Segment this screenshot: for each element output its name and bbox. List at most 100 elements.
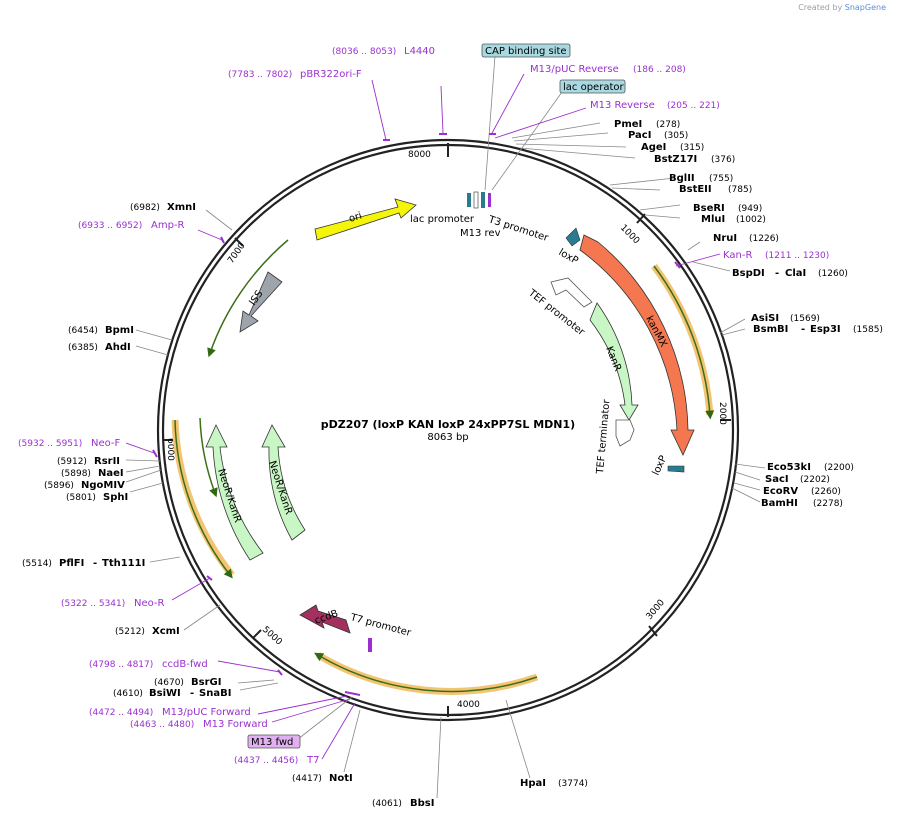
tick-2000: 2000 bbox=[717, 402, 727, 425]
backbone-outer bbox=[156, 138, 740, 722]
enzyme-bsteii: BstEII bbox=[679, 184, 712, 195]
enzyme-hpai-pos: (3774) bbox=[558, 779, 588, 789]
primer-m13-puc-reverse: M13/pUC Reverse bbox=[530, 64, 619, 75]
enzyme-bbsi-pos: (4061) bbox=[372, 799, 402, 809]
primer-kan-r: Kan-R bbox=[723, 250, 752, 261]
enzyme-nrui: NruI bbox=[713, 233, 737, 244]
enzyme-paci-pos: (305) bbox=[664, 131, 688, 141]
enzyme-asisi-pos: (1569) bbox=[790, 314, 820, 324]
loxp-2-marker bbox=[667, 465, 685, 473]
primer-kan-r-pos: (1211 .. 1230) bbox=[765, 251, 829, 261]
primer-t7: T7 bbox=[306, 755, 319, 766]
iss-arrow bbox=[239, 271, 283, 333]
kanmx-arrow bbox=[579, 234, 695, 456]
enzyme-sphi: SphI bbox=[103, 492, 128, 503]
tef-terminator-label: TEF terminator bbox=[595, 398, 613, 475]
enzyme-ahdi-pos: (6385) bbox=[68, 343, 98, 353]
enzyme-rsrii: RsrII bbox=[94, 456, 120, 467]
orf-arcs bbox=[171, 239, 715, 695]
tick-5000: 5000 bbox=[260, 625, 284, 648]
t7-marker bbox=[368, 638, 372, 652]
primer-neo-f: Neo-F bbox=[91, 438, 121, 449]
loxp-1-marker bbox=[565, 227, 581, 247]
lac-promoter-label: lac promoter bbox=[410, 214, 475, 225]
primer-m13-puc-forward: M13/pUC Forward bbox=[162, 707, 251, 718]
enzyme-bspdi: BspDI bbox=[732, 268, 765, 279]
enzyme-naei-pos: (5898) bbox=[61, 469, 91, 479]
enzyme-ahdi: AhdI bbox=[105, 342, 131, 353]
enzyme-dash-2: - bbox=[801, 324, 805, 335]
loxp-2-label: loxP bbox=[651, 454, 670, 477]
enzyme-noti: NotI bbox=[329, 773, 353, 784]
enzyme-xmni-pos: (6982) bbox=[130, 203, 160, 213]
enzyme-dash-1: - bbox=[775, 268, 779, 279]
enzyme-pmei: PmeI bbox=[614, 119, 642, 130]
enzyme-ngomiv: NgoMIV bbox=[81, 480, 125, 491]
enzyme-bseri-pos: (949) bbox=[738, 204, 762, 214]
kanr-inner-arrow bbox=[589, 302, 639, 421]
enzyme-bseri: BseRI bbox=[693, 203, 725, 214]
enzyme-naei: NaeI bbox=[98, 468, 124, 479]
loxp-1-label: loxP bbox=[557, 247, 580, 267]
enzyme-noti-pos: (4417) bbox=[292, 774, 322, 784]
enzyme-ecorv: EcoRV bbox=[763, 486, 798, 497]
tick-4000: 4000 bbox=[457, 700, 480, 710]
primer-m13-forward: M13 Forward bbox=[203, 719, 268, 730]
tick-8000: 8000 bbox=[408, 150, 431, 160]
enzyme-tth111i: Tth111I bbox=[102, 558, 145, 569]
m13-rev-marker bbox=[488, 193, 491, 207]
enzyme-pmei-pos: (278) bbox=[656, 120, 680, 130]
primer-labels: (8036 .. 8053) L4440 (7783 .. 7802) pBR3… bbox=[18, 46, 829, 766]
primer-m13-forward-pos: (4463 .. 4480) bbox=[130, 720, 194, 730]
tick-6000: 6000 bbox=[165, 438, 175, 461]
orf-line-bottom bbox=[314, 652, 538, 693]
tick-7000: 7000 bbox=[226, 241, 247, 266]
tick-3000: 3000 bbox=[645, 598, 668, 622]
enzyme-agei-pos: (315) bbox=[680, 143, 704, 153]
m13-fwd-label: M13 fwd bbox=[251, 737, 293, 748]
ori-arrow bbox=[314, 198, 417, 241]
enzyme-pflfi-pos: (5514) bbox=[22, 559, 52, 569]
tef-promoter-arrow bbox=[550, 277, 593, 308]
leader-lines bbox=[125, 55, 766, 799]
enzyme-bglii-pos: (755) bbox=[709, 174, 733, 184]
primer-l4440-pos: (8036 .. 8053) bbox=[332, 47, 396, 57]
ori-label: ori bbox=[348, 211, 364, 225]
enzyme-bsrgi: BsrGI bbox=[191, 677, 221, 688]
tef-terminator-arrow bbox=[615, 419, 635, 447]
enzyme-esp3i: Esp3I bbox=[810, 324, 841, 335]
lac-promoter-marker bbox=[473, 191, 479, 209]
enzyme-bamhi-pos: (2278) bbox=[813, 499, 843, 509]
cap-binding-site-box bbox=[481, 43, 571, 58]
primer-neo-f-pos: (5932 .. 5951) bbox=[18, 439, 82, 449]
enzyme-bsrgi-pos: (4670) bbox=[154, 678, 184, 688]
enzyme-asisi: AsiSI bbox=[751, 313, 779, 324]
lac-operator-label: lac operator bbox=[563, 82, 624, 93]
primer-amp-r-pos: (6933 .. 6952) bbox=[78, 221, 142, 231]
credit-text: Created by bbox=[798, 3, 843, 12]
plasmid-title: pDZ207 (loxP KAN loxP 24xPP7SL MDN1) bbox=[321, 418, 575, 431]
enzyme-paci: PacI bbox=[628, 130, 651, 141]
enzyme-rsrii-pos: (5912) bbox=[57, 457, 87, 467]
enzyme-bpmi: BpmI bbox=[105, 325, 134, 336]
m13-fwd-box bbox=[247, 734, 301, 749]
orf-line-neo bbox=[199, 417, 218, 498]
enzyme-esp3i-pos: (1585) bbox=[853, 325, 883, 335]
primer-m13-puc-reverse-pos: (186 .. 208) bbox=[633, 65, 686, 75]
primer-ccdb-fwd-pos: (4798 .. 4817) bbox=[89, 660, 153, 670]
enzyme-bstz17i-pos: (376) bbox=[711, 155, 735, 165]
enzyme-mlui-pos: (1002) bbox=[736, 215, 766, 225]
cap-binding-site-label: CAP binding site bbox=[485, 46, 567, 57]
primer-neo-r-pos: (5322 .. 5341) bbox=[61, 599, 125, 609]
enzyme-bsiwi-pos: (4610) bbox=[113, 689, 143, 699]
primer-ccdb-fwd: ccdB-fwd bbox=[162, 659, 208, 670]
enzyme-bamhi: BamHI bbox=[761, 498, 798, 509]
enzyme-bsmbi: BsmBI bbox=[753, 324, 788, 335]
primer-m13-reverse-pos: (205 .. 221) bbox=[667, 101, 720, 111]
primer-amp-r: Amp-R bbox=[151, 220, 185, 231]
enzyme-bsteii-pos: (785) bbox=[728, 185, 752, 195]
orf-line-kan bbox=[653, 265, 715, 420]
enzyme-xcmi: XcmI bbox=[152, 626, 180, 637]
enzyme-mlui: MluI bbox=[701, 214, 725, 225]
